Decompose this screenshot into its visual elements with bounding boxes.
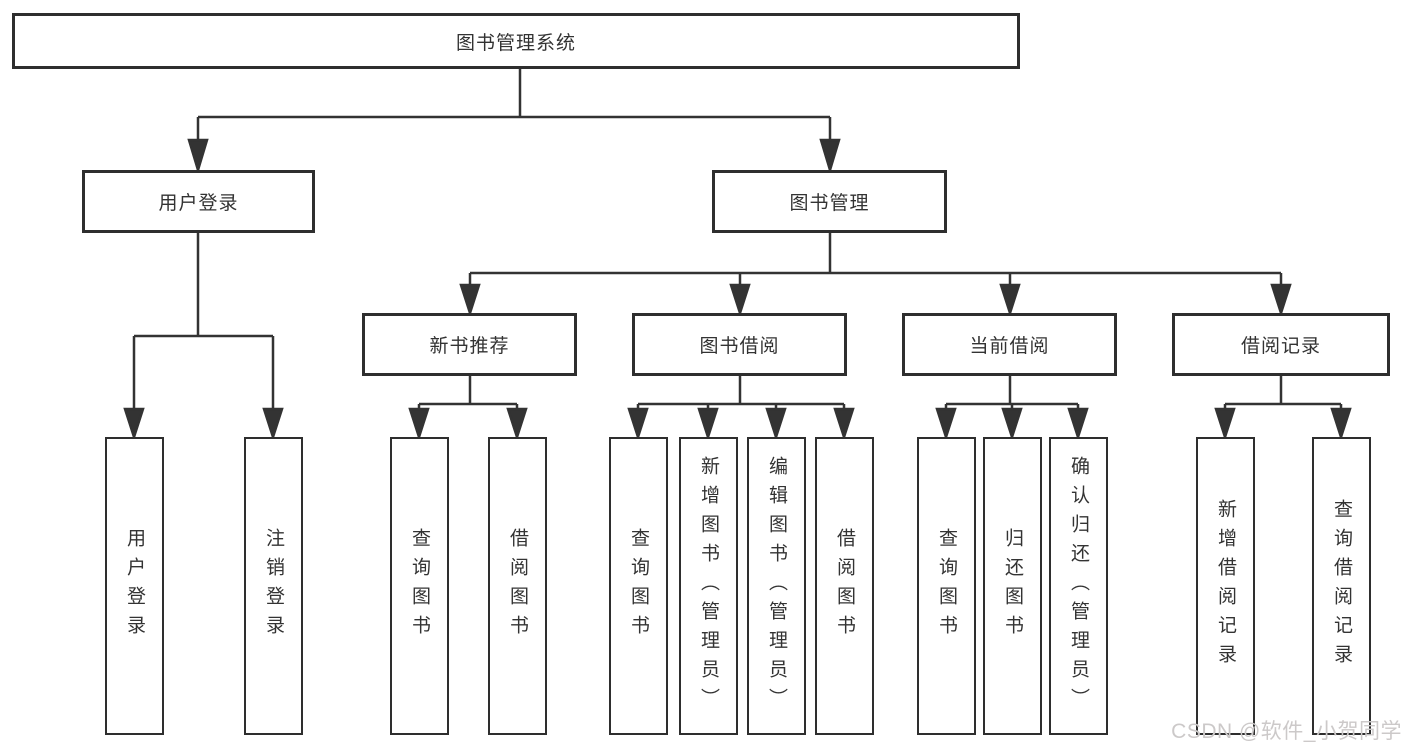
leaf-box-query-borrow-record: 查询借阅记录 xyxy=(1312,437,1371,735)
leaf-label-edit-books-admin: 编辑图书（管理员） xyxy=(766,455,787,717)
connector-current-borrow-to-leaves xyxy=(935,376,1089,442)
leaf-box-user-login: 用户登录 xyxy=(105,437,164,735)
node-label-book-borrowing: 图书借阅 xyxy=(699,336,780,357)
node-label-system-root: 图书管理系统 xyxy=(455,32,576,54)
connector-new-books-to-leaves xyxy=(408,376,528,442)
leaf-label-user-login: 用户登录 xyxy=(124,528,145,644)
leaf-label-add-books-admin: 新增图书（管理员） xyxy=(698,455,719,717)
csdn-watermark: CSDN @软件_小贺同学 xyxy=(1171,720,1402,743)
leaf-label-borrow-books: 借阅图书 xyxy=(834,528,855,644)
leaf-label-confirm-return-admin: 确认归还（管理员） xyxy=(1068,455,1089,717)
leaf-label-borrow-books-recommend: 借阅图书 xyxy=(507,528,528,644)
connector-user-login-to-leaves xyxy=(123,233,284,442)
leaf-box-query-books-recommend: 查询图书 xyxy=(390,437,449,735)
leaf-box-confirm-return-admin: 确认归还（管理员） xyxy=(1049,437,1108,735)
node-box-current-borrowing: 当前借阅 xyxy=(902,313,1117,376)
node-box-book-management: 图书管理 xyxy=(712,170,947,233)
node-label-new-book-recommend: 新书推荐 xyxy=(429,336,510,357)
leaf-label-add-borrow-record: 新增借阅记录 xyxy=(1215,499,1236,673)
leaf-box-logout: 注销登录 xyxy=(244,437,303,735)
leaf-label-query-books-recommend: 查询图书 xyxy=(409,528,430,644)
leaf-label-return-books: 归还图书 xyxy=(1002,528,1023,644)
leaf-box-add-borrow-record: 新增借阅记录 xyxy=(1196,437,1255,735)
leaf-box-query-books-current: 查询图书 xyxy=(917,437,976,735)
leaf-box-borrow-books-recommend: 借阅图书 xyxy=(488,437,547,735)
leaf-box-query-books-borrowing: 查询图书 xyxy=(609,437,668,735)
node-label-current-borrowing: 当前借阅 xyxy=(969,336,1050,357)
node-box-system-root: 图书管理系统 xyxy=(12,13,1020,69)
leaf-label-logout: 注销登录 xyxy=(263,528,284,644)
leaf-label-query-books-borrowing: 查询图书 xyxy=(628,528,649,644)
node-box-user-login-branch: 用户登录 xyxy=(82,170,315,233)
node-label-borrowing-records: 借阅记录 xyxy=(1240,336,1321,357)
node-box-book-borrowing: 图书借阅 xyxy=(632,313,847,376)
node-box-borrowing-records: 借阅记录 xyxy=(1172,313,1390,376)
node-box-new-book-recommend: 新书推荐 xyxy=(362,313,577,376)
leaf-label-query-borrow-record: 查询借阅记录 xyxy=(1331,499,1352,673)
connector-book-mgmt-to-level3 xyxy=(459,233,1292,318)
leaf-box-borrow-books: 借阅图书 xyxy=(815,437,874,735)
leaf-box-edit-books-admin: 编辑图书（管理员） xyxy=(747,437,806,735)
leaf-box-add-books-admin: 新增图书（管理员） xyxy=(679,437,738,735)
leaf-box-return-books: 归还图书 xyxy=(983,437,1042,735)
leaf-label-query-books-current: 查询图书 xyxy=(936,528,957,644)
connector-borrow-records-to-leaves xyxy=(1214,376,1352,442)
node-label-book-management: 图书管理 xyxy=(789,193,870,214)
node-label-user-login-branch: 用户登录 xyxy=(158,193,239,214)
connector-book-borrow-to-leaves xyxy=(627,376,855,442)
connector-root-to-level2 xyxy=(187,68,841,175)
